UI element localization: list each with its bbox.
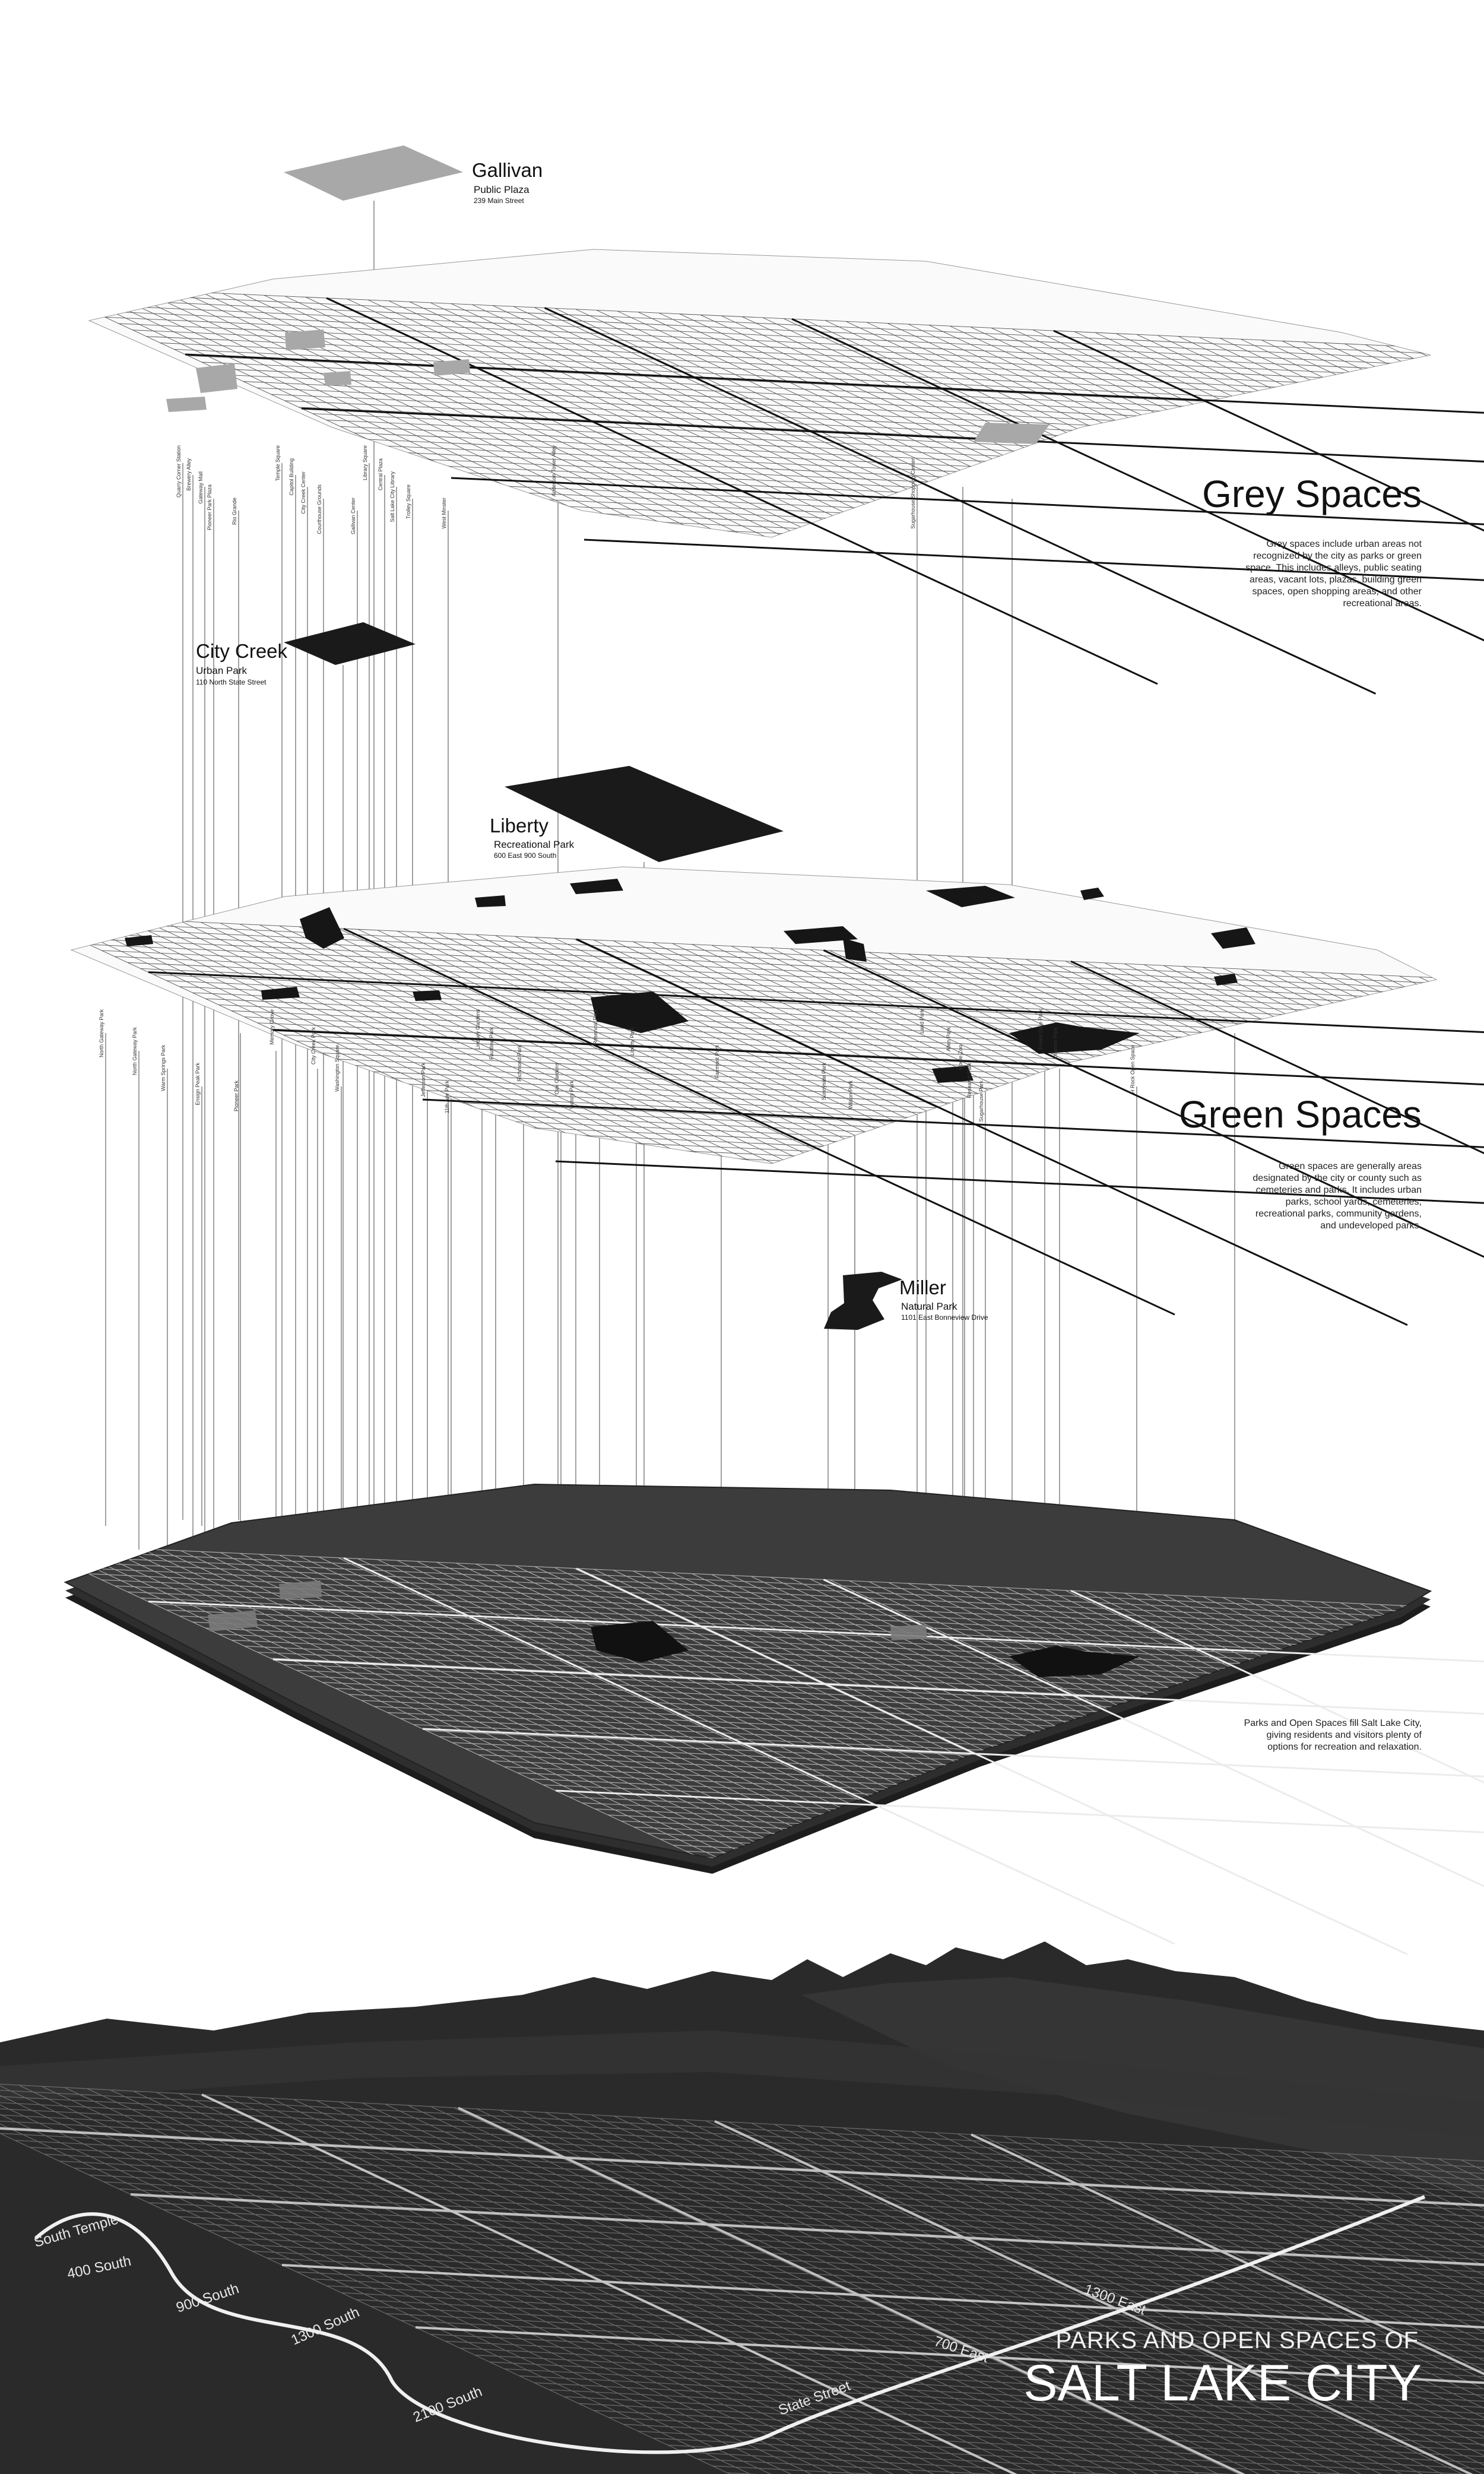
place-label: Faultline Park bbox=[489, 1027, 494, 1060]
callout-city-creek: City Creek Urban Park 110 North State St… bbox=[196, 640, 288, 686]
callout-type: Natural Park bbox=[901, 1301, 957, 1312]
place-label: Memory Grove bbox=[269, 1009, 275, 1045]
callout-miller: Miller Natural Park 1101 East Bonneview … bbox=[899, 1276, 988, 1322]
place-label: Fairmont Park bbox=[714, 1045, 720, 1079]
place-label: Central Plaza bbox=[378, 458, 383, 490]
place-label: Capitol Building bbox=[288, 458, 294, 496]
place-label: Sugarhouse Shopping Center bbox=[910, 458, 916, 529]
callout-name: Liberty bbox=[490, 815, 549, 837]
callout-name: City Creek bbox=[196, 640, 288, 662]
place-label: Brewery Alley bbox=[186, 458, 192, 491]
callout-name: Miller bbox=[899, 1276, 946, 1298]
place-label: Anderson Tower Alley bbox=[551, 445, 557, 497]
place-label: 11th Ave Park bbox=[444, 1081, 450, 1114]
place-label: Forest Dale Park bbox=[1038, 1009, 1044, 1050]
callout-gallivan: Gallivan Public Plaza 239 Main Street bbox=[472, 159, 543, 205]
place-label: Quarry Corner Station bbox=[176, 445, 182, 498]
poster-title: SALT LAKE CITY bbox=[1023, 2355, 1422, 2412]
place-label: Sunnyside Park bbox=[821, 1063, 827, 1101]
place-label: Rio Grande bbox=[232, 498, 237, 525]
place-label: Research Park bbox=[966, 1063, 972, 1098]
callout-liberty: Liberty Recreational Park 600 East 900 S… bbox=[490, 815, 575, 860]
place-label: Ensign Peak Park bbox=[195, 1063, 201, 1105]
place-label: Lindsey Gardens bbox=[475, 1009, 481, 1050]
callout-address: 239 Main Street bbox=[474, 197, 524, 205]
callout-address: 600 East 900 South bbox=[494, 851, 556, 860]
place-label: Laird Park bbox=[919, 1009, 925, 1034]
place-label: City Creek Center bbox=[300, 471, 306, 514]
place-label: Reservoir Park bbox=[592, 1009, 598, 1045]
place-label: Washington Square bbox=[334, 1045, 340, 1092]
place-label: Pioneer Park Plaza bbox=[207, 484, 213, 530]
liberty-park-shape bbox=[505, 766, 784, 862]
place-label: Gallivan Center bbox=[350, 498, 356, 534]
place-label: Trolley Square bbox=[405, 484, 411, 519]
floating-park-shapes bbox=[284, 145, 902, 1330]
place-label: Warm Springs Park bbox=[160, 1045, 166, 1091]
place-label: Gateway Mall bbox=[198, 471, 204, 504]
place-label: Jefferson Park bbox=[420, 1063, 426, 1097]
place-label: Allen Park bbox=[946, 1027, 952, 1052]
callout-type: Recreational Park bbox=[494, 839, 575, 850]
place-label: Hogle Zoo bbox=[957, 1045, 963, 1070]
grey-space-name-labels: Quarry Corner Station Brewery Alley Gatewa… bbox=[176, 445, 916, 535]
place-label: Temple Square bbox=[275, 445, 281, 482]
green-space-patches bbox=[125, 879, 1255, 1083]
gallivan-plaza-shape bbox=[284, 145, 463, 201]
place-label: Victory Park bbox=[569, 1081, 575, 1110]
place-label: North Gateway Park bbox=[132, 1027, 138, 1076]
place-label: Dilworth Park bbox=[1052, 1027, 1058, 1059]
place-label: H Rock Open Space bbox=[1130, 1045, 1136, 1094]
place-label: Salt Lake City Library bbox=[389, 471, 395, 522]
place-label: Liberty Park bbox=[629, 1027, 635, 1056]
place-label: Sugarhouse Park bbox=[978, 1081, 984, 1122]
place-label: Library Square bbox=[362, 445, 368, 480]
place-label: Richmond Park bbox=[516, 1045, 522, 1082]
place-label: Oak Gardens bbox=[554, 1063, 560, 1095]
poster-subtitle: PARKS AND OPEN SPACES OF bbox=[1055, 2327, 1419, 2353]
miller-park-shape bbox=[824, 1272, 902, 1330]
grey-space-patches bbox=[166, 330, 1049, 444]
place-label: West Minster bbox=[441, 498, 447, 528]
grey-spaces-description: Grey spaces include urban areas not reco… bbox=[1245, 539, 1422, 609]
callout-type: Public Plaza bbox=[474, 184, 529, 195]
place-label: City Creek Park bbox=[310, 1027, 316, 1065]
green-spaces-heading: Green Spaces bbox=[1178, 1093, 1422, 1136]
grey-spaces-heading: Grey Spaces bbox=[1202, 473, 1422, 515]
callout-address: 1101 East Bonneview Drive bbox=[901, 1313, 988, 1322]
place-label: Courthouse Grounds bbox=[316, 484, 322, 534]
city-creek-park-shape bbox=[284, 622, 416, 665]
place-label: Pioneer Park bbox=[233, 1081, 239, 1112]
green-spaces-description: Green spaces are generally areas designa… bbox=[1252, 1161, 1422, 1231]
base-map-description: Parks and Open Spaces fill Salt Lake Cit… bbox=[1244, 1718, 1422, 1752]
callout-address: 110 North State Street bbox=[196, 678, 267, 686]
place-label: North Gateway Park bbox=[99, 1009, 104, 1058]
place-label: Wilson Park bbox=[848, 1081, 854, 1110]
callout-name: Gallivan bbox=[472, 159, 543, 181]
callout-type: Urban Park bbox=[196, 665, 247, 676]
